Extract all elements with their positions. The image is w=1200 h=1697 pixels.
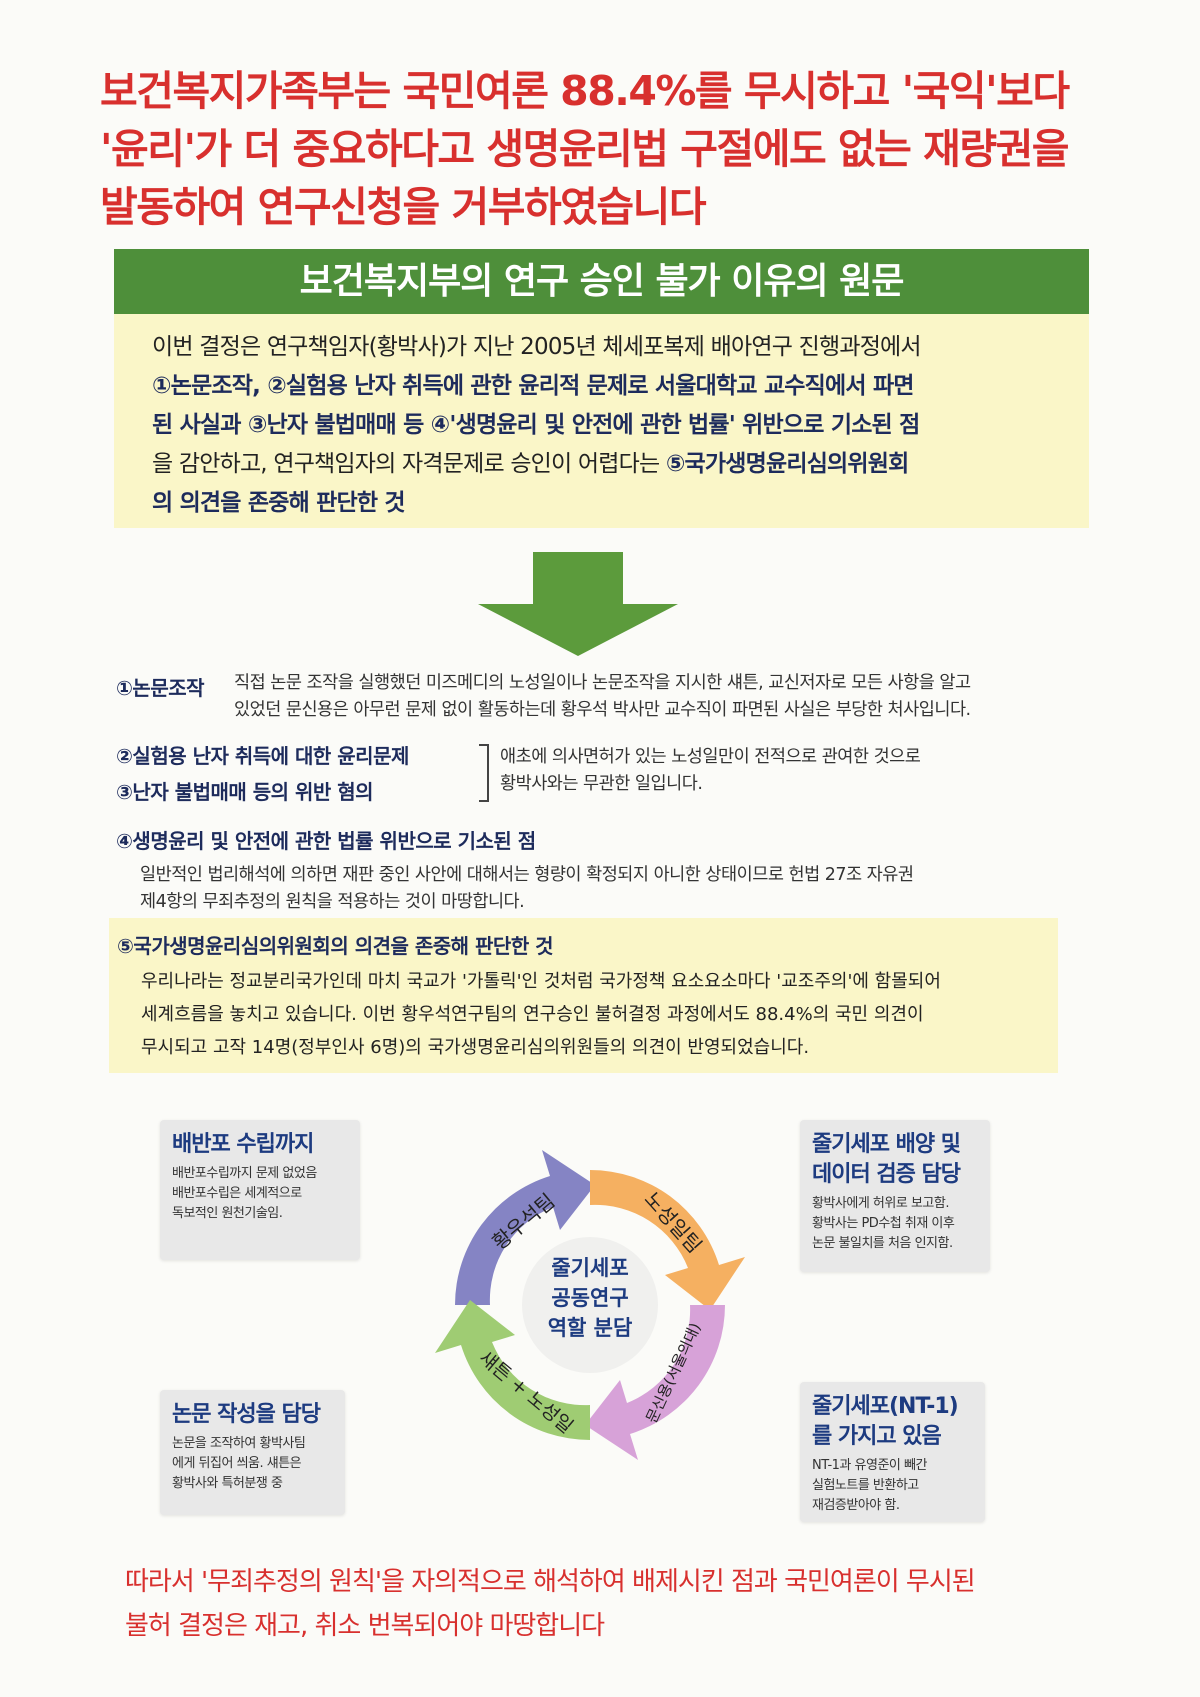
conclusion-line: 불허 결정은 재고, 취소 번복되어야 마땅합니다 <box>125 1611 605 1641</box>
callout-card-nt1: 줄기세포(NT-1) 를 가지고 있음 NT-1과 유영준이 빼간 실험노트를 … <box>800 1382 985 1522</box>
callout-card-culture: 줄기세포 배양 및 데이터 검증 담당 황박사에게 허위로 보고함. 황박사는 … <box>800 1120 990 1272</box>
card-body: 논문을 조작하여 황박사팀 에게 뒤집어 씌움. 섀튼은 황박사와 특허분쟁 중 <box>172 1434 333 1494</box>
text-line: 줄기세포 배양 및 <box>812 1132 961 1157</box>
conclusion-line: 따라서 '무죄추정의 원칙'을 자의적으로 해석하여 배제시킨 점과 국민여론이… <box>125 1567 976 1597</box>
text-line: 세계흐름을 놓치고 있습니다. 이번 황우석연구팀의 연구승인 불허결정 과정에… <box>141 1004 924 1025</box>
card-title: 논문 작성을 담당 <box>172 1402 321 1427</box>
cycle-segment-noh <box>590 1170 745 1310</box>
panel-line: 의 의견을 존중해 판단한 것 <box>152 490 406 516</box>
role-cycle-diagram: 줄기세포 공동연구 역할 분담 황우석팀 노성일팀 문신용(서울의대) 섀튼 +… <box>435 1150 745 1460</box>
cycle-segment-moon <box>585 1305 725 1460</box>
card-body: NT-1과 유영준이 빼간 실험노트를 반환하고 재검증받아야 함. <box>812 1456 973 1516</box>
text-line: 일반적인 법리해석에 의하면 재판 중인 사안에 대해서는 형량이 확정되지 아… <box>140 865 914 885</box>
text-line: 논문 불일치를 처음 인지함. <box>812 1236 953 1251</box>
reason-4-label: ④생명윤리 및 안전에 관한 법률 위반으로 기소된 점 <box>116 829 536 853</box>
callout-card-blastocyst: 배반포 수립까지 배반포수립까지 문제 없었음 배반포수립은 세계적으로 독보적… <box>160 1120 360 1260</box>
text-line: 배반포수립까지 문제 없었음 <box>172 1166 317 1181</box>
headline-line: 보건복지가족부는 국민여론 88.4%를 무시하고 '국익'보다 <box>100 67 1070 115</box>
text-line: NT-1과 유영준이 빼간 <box>812 1458 927 1473</box>
headline: 보건복지가족부는 국민여론 88.4%를 무시하고 '국익'보다 '윤리'가 더… <box>100 62 1110 236</box>
cycle-center-line: 역할 분담 <box>548 1316 633 1340</box>
text-line: 무시되고 고작 14명(정부인사 6명)의 국가생명윤리심의위원들의 의견이 반… <box>141 1037 810 1058</box>
text-line: 황박사와는 무관한 일입니다. <box>500 774 703 794</box>
cycle-center-line: 공동연구 <box>551 1286 628 1310</box>
reason-1-label: ①논문조작 <box>116 676 205 700</box>
panel-line: 을 감안하고, 연구책임자의 자격문제로 승인이 어렵다는 ⑤국가생명윤리심의위… <box>152 445 1051 484</box>
reason-5-label: ⑤국가생명윤리심의위원회의 의견을 존중해 판단한 것 <box>117 934 554 958</box>
reason-3-label: ③난자 불법매매 등의 위반 혐의 <box>116 780 374 804</box>
text-line: 황박사는 PD수첩 취재 이후 <box>812 1216 955 1231</box>
text-line: 우리나라는 정교분리국가인데 마치 국교가 '가톨릭'인 것처럼 국가정책 요소… <box>141 971 941 992</box>
headline-line: '윤리'가 더 중요하다고 생명윤리법 구절에도 없는 재량권을 <box>100 125 1070 173</box>
text-line: 애초에 의사면허가 있는 노성일만이 전적으로 관여한 것으로 <box>500 747 921 767</box>
text-line: 배반포수립은 세계적으로 <box>172 1186 302 1201</box>
panel-line-part: 을 감안하고, 연구책임자의 자격문제로 승인이 어렵다는 <box>152 451 666 477</box>
headline-line: 발동하여 연구신청을 거부하였습니다 <box>100 183 707 231</box>
text-line: 를 가지고 있음 <box>812 1424 942 1449</box>
text-line: 실험노트를 반환하고 <box>812 1478 919 1493</box>
cycle-segment-schatten <box>435 1300 590 1440</box>
callout-card-paper: 논문 작성을 담당 논문을 조작하여 황박사팀 에게 뒤집어 씌움. 섀튼은 황… <box>160 1390 345 1515</box>
text-line: 데이터 검증 담당 <box>812 1162 961 1187</box>
reason-4: ④생명윤리 및 안전에 관한 법률 위반으로 기소된 점 일반적인 법리해석에 … <box>116 825 1076 916</box>
card-title: 배반포 수립까지 <box>172 1132 314 1157</box>
down-arrow-icon <box>478 552 678 656</box>
bracket <box>479 744 489 802</box>
card-body: 황박사에게 허위로 보고함. 황박사는 PD수첩 취재 이후 논문 불일치를 처… <box>812 1194 978 1254</box>
panel-title: 보건복지부의 연구 승인 불가 이유의 원문 <box>114 249 1089 314</box>
panel-line: ①논문조작, ②실험용 난자 취득에 관한 윤리적 문제로 서울대학교 교수직에… <box>152 373 914 399</box>
text-line: 논문을 조작하여 황박사팀 <box>172 1436 306 1451</box>
text-line: 황박사에게 허위로 보고함. <box>812 1196 949 1211</box>
panel-line: 이번 결정은 연구책임자(황박사)가 지난 2005년 체세포복제 배아연구 진… <box>152 334 922 360</box>
reason-4-text: 일반적인 법리해석에 의하면 재판 중인 사안에 대해서는 형량이 확정되지 아… <box>116 862 1076 916</box>
cycle-center <box>522 1237 658 1373</box>
reason-1-text: 직접 논문 조작을 실행했던 미즈메디의 노성일이나 논문조작을 지시한 섀튼,… <box>234 670 1114 724</box>
reason-5: ⑤국가생명윤리심의위원회의 의견을 존중해 판단한 것 우리나라는 정교분리국가… <box>109 918 1058 1073</box>
cycle-segment-hwang <box>455 1150 595 1305</box>
reason-5-text: 우리나라는 정교분리국가인데 마치 국교가 '가톨릭'인 것처럼 국가정책 요소… <box>117 965 1050 1064</box>
conclusion: 따라서 '무죄추정의 원칙'을 자의적으로 해석하여 배제시킨 점과 국민여론이… <box>125 1560 1105 1648</box>
text-line: 줄기세포(NT-1) <box>812 1394 959 1419</box>
text-line: 있었던 문신용은 아무런 문제 없이 활동하는데 황우석 박사만 교수직이 파면… <box>234 700 971 720</box>
card-title: 줄기세포 배양 및 데이터 검증 담당 <box>812 1130 978 1190</box>
text-line: 독보적인 원천기술임. <box>172 1206 283 1221</box>
panel-line: 된 사실과 ③난자 불법매매 등 ④'생명윤리 및 안전에 관한 법률' 위반으… <box>152 412 920 438</box>
text-line: 직접 논문 조작을 실행했던 미즈메디의 노성일이나 논문조작을 지시한 섀튼,… <box>234 673 971 693</box>
panel-line-emphasis: ⑤국가생명윤리심의위원회 <box>665 451 909 477</box>
card-body: 배반포수립까지 문제 없었음 배반포수립은 세계적으로 독보적인 원천기술임. <box>172 1164 348 1224</box>
text-line: 에게 뒤집어 씌움. 섀튼은 <box>172 1456 302 1471</box>
card-title: 줄기세포(NT-1) 를 가지고 있음 <box>812 1392 973 1452</box>
reason-2-label: ②실험용 난자 취득에 대한 윤리문제 <box>116 744 409 768</box>
text-line: 제4항의 무죄추정의 원칙을 적용하는 것이 마땅합니다. <box>140 892 525 912</box>
panel-body: 이번 결정은 연구책임자(황박사)가 지난 2005년 체세포복제 배아연구 진… <box>114 314 1089 528</box>
reason-2-3-text: 애초에 의사면허가 있는 노성일만이 전적으로 관여한 것으로 황박사와는 무관… <box>500 744 1000 798</box>
text-line: 재검증받아야 함. <box>812 1498 900 1513</box>
text-line: 황박사와 특허분쟁 중 <box>172 1476 283 1491</box>
cycle-center-line: 줄기세포 <box>551 1256 628 1280</box>
